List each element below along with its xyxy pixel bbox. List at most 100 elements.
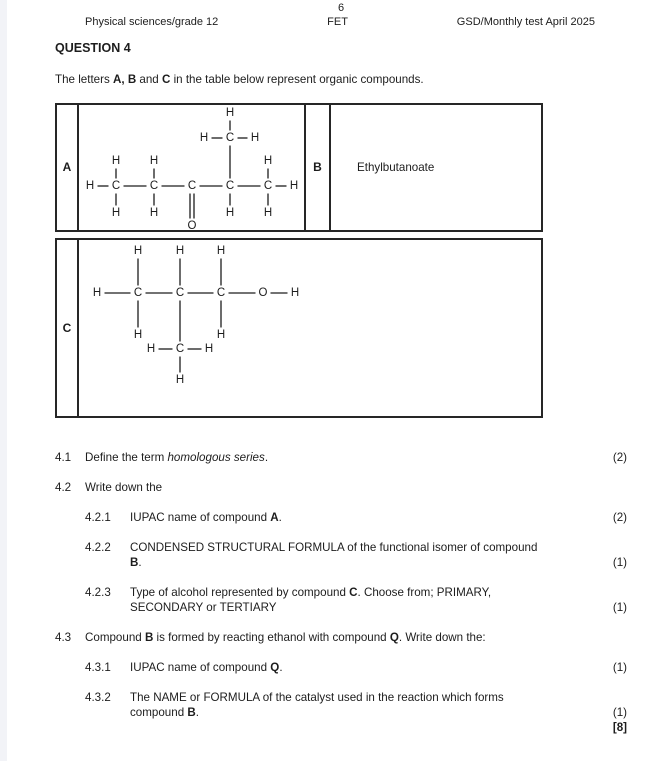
question-text: IUPAC name of compound A. <box>130 510 589 525</box>
compound-a-label: A <box>55 103 79 232</box>
question-text: Define the term homologous series. <box>85 450 589 465</box>
text-segment: CONDENSED STRUCTURAL FORMULA of the func… <box>130 541 538 554</box>
question-row-4.2.2: 4.2.2 CONDENSED STRUCTURAL FORMULA of the… <box>55 540 627 570</box>
atom-H: H <box>134 329 142 341</box>
text-segment: Compound <box>85 631 145 644</box>
header-test-title: GSD/Monthly test April 2025 <box>456 16 595 28</box>
text-segment: Write down the <box>85 481 163 494</box>
text-segment: SECONDARY or TERTIARY <box>130 601 277 614</box>
question-number: 4.3.2 <box>85 691 111 704</box>
compound-b-name: Ethylbutanoate <box>329 103 543 232</box>
question-row-4.2.3: 4.2.3 Type of alcohol represented by comp… <box>55 585 627 615</box>
question-title: QUESTION 4 <box>55 41 131 55</box>
text-segment: B <box>187 706 196 719</box>
atom-H: H <box>86 180 94 192</box>
question-number: 4.2.1 <box>85 511 111 524</box>
atom-H: H <box>217 329 225 341</box>
question-number: 4.2.3 <box>85 586 111 599</box>
text-segment: The letters <box>55 73 113 86</box>
question-row-4.2: 4.2 Write down the <box>55 480 627 495</box>
question-marks: (1) <box>612 556 627 569</box>
atom-C: C <box>217 287 225 299</box>
atom-C: C <box>134 287 142 299</box>
question-marks: (2) <box>612 511 627 524</box>
total-row: [8] <box>55 720 627 735</box>
text-segment: C <box>349 586 358 599</box>
question-text: Write down the <box>85 480 589 495</box>
text-segment: . <box>279 661 283 674</box>
atom-H: H <box>200 132 208 144</box>
scan-edge-strip <box>0 0 7 761</box>
atom-H: H <box>291 287 299 299</box>
header-phase: FET <box>327 16 348 28</box>
text-segment: Type of alcohol represented by compound <box>130 586 350 599</box>
atom-H: H <box>112 207 120 219</box>
atom-H: H <box>251 132 259 144</box>
question-number: 4.1 <box>55 451 72 464</box>
text-segment: C <box>161 73 171 86</box>
atom-C: C <box>226 132 234 144</box>
question-text: Compound B is formed by reacting ethanol… <box>85 630 589 645</box>
total-marks: [8] <box>612 721 627 734</box>
text-segment: . <box>278 511 282 524</box>
question-number: 4.2 <box>55 481 72 494</box>
text-segment: The NAME or FORMULA of the catalyst used… <box>130 691 504 704</box>
text-segment: in the table below represent organic com… <box>170 73 424 86</box>
question-row-4.3.1: 4.3.1 IUPAC name of compound Q. (1) <box>55 660 627 675</box>
atom-H: H <box>205 343 213 355</box>
text-segment: A <box>270 511 279 524</box>
atom-C: C <box>226 180 234 192</box>
text-segment: Q <box>270 661 280 674</box>
text-segment: A, B <box>113 73 137 86</box>
compound-b-label: B <box>304 103 331 232</box>
text-segment: IUPAC name of compound <box>130 661 271 674</box>
atom-H: H <box>264 207 272 219</box>
question-marks: (1) <box>612 601 627 614</box>
atom-H: H <box>217 245 225 257</box>
page-content: 6 Physical sciences/grade 12 FET GSD/Mon… <box>55 2 627 735</box>
text-segment: B <box>130 556 139 569</box>
text-segment: and <box>136 73 162 86</box>
page-header: Physical sciences/grade 12 FET GSD/Month… <box>85 15 595 29</box>
text-segment: . <box>264 451 269 464</box>
question-number: 4.3.1 <box>85 661 111 674</box>
text-segment: is formed by reacting ethanol with compo… <box>153 631 390 644</box>
text-segment: . <box>195 706 199 719</box>
question-row-4.2.1: 4.2.1 IUPAC name of compound A. (2) <box>55 510 627 525</box>
question-marks: (2) <box>612 451 627 464</box>
questions-list: 4.1 Define the term homologous series. (2)… <box>55 450 627 720</box>
question-row-4.3.2: 4.3.2 The NAME or FORMULA of the catalyst… <box>55 690 627 720</box>
atom-H: H <box>226 207 234 219</box>
atom-O: O <box>259 287 268 299</box>
text-segment: homologous series <box>167 451 265 464</box>
question-marks: (1) <box>612 661 627 674</box>
atom-H: H <box>134 245 142 257</box>
atom-H: H <box>112 155 120 167</box>
page-number: 6 <box>337 2 345 14</box>
text-segment: IUPAC name of compound <box>130 511 271 524</box>
atom-C: C <box>188 180 196 192</box>
question-text: IUPAC name of compound Q. <box>130 660 589 675</box>
text-segment: . Write down the: <box>398 631 486 644</box>
text-segment: compound <box>130 706 188 719</box>
question-row-4.1: 4.1 Define the term homologous series. (2) <box>55 450 627 465</box>
question-marks: (1) <box>612 706 627 719</box>
atom-H: H <box>150 207 158 219</box>
question-text: The NAME or FORMULA of the catalyst used… <box>130 690 589 720</box>
text-segment: . <box>138 556 142 569</box>
atom-O: O <box>188 220 197 232</box>
question-number: 4.2.2 <box>85 541 111 554</box>
atom-H: H <box>226 107 234 119</box>
atom-C: C <box>176 287 184 299</box>
text-segment: . Choose from; PRIMARY, <box>357 586 492 599</box>
atom-H: H <box>150 155 158 167</box>
